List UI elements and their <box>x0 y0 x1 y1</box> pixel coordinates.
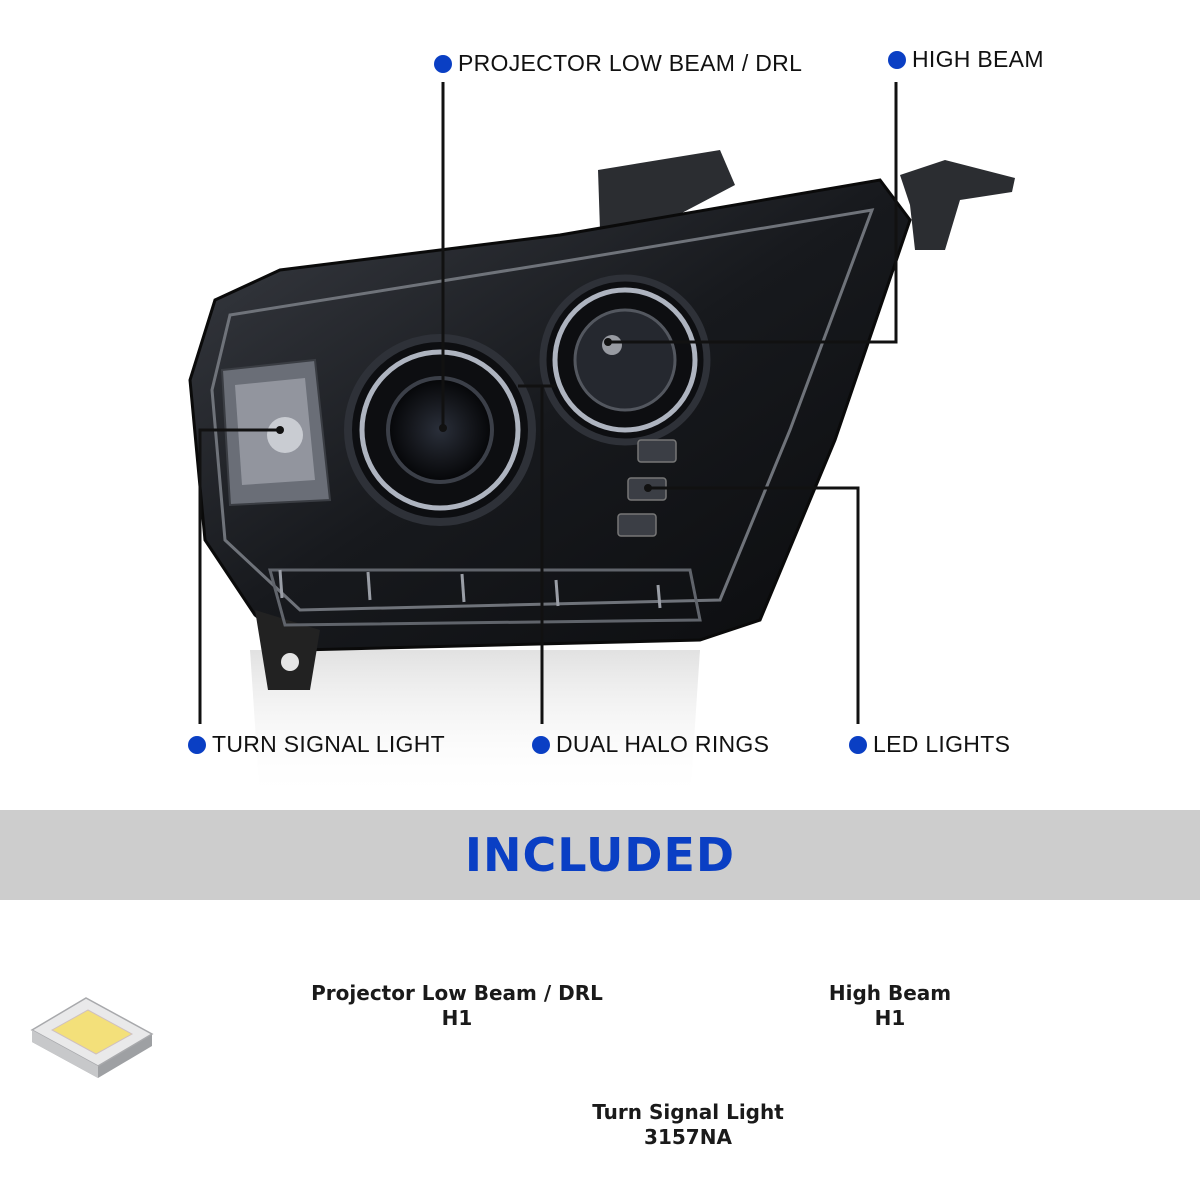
inner-trim <box>210 208 875 612</box>
leader-halo <box>518 384 556 724</box>
leader-turn-signal <box>198 428 280 724</box>
callout-projector: PROJECTOR LOW BEAM / DRL <box>434 50 802 77</box>
leader-high-beam <box>608 82 898 344</box>
item-bulb: 3157NA <box>644 1125 732 1149</box>
included-title: INCLUDED <box>464 828 736 882</box>
callout-label: LED LIGHTS <box>873 731 1011 757</box>
floor-reflection <box>250 650 700 800</box>
included-banner: INCLUDED <box>0 810 1200 900</box>
callout-turn-signal: TURN SIGNAL LIGHT <box>188 731 445 758</box>
bullet-dot-icon <box>434 54 452 73</box>
bracket-hole <box>281 653 299 671</box>
headlight-housing <box>188 178 912 652</box>
leader-led <box>648 486 860 724</box>
callout-label: TURN SIGNAL LIGHT <box>212 731 445 757</box>
callout-halo: DUAL HALO RINGS <box>532 731 769 758</box>
halo-ring-low <box>359 349 521 511</box>
item-bulb: H1 <box>874 1006 906 1030</box>
connector-tab <box>900 160 1015 250</box>
item-name: Projector Low Beam / DRL <box>311 981 603 1005</box>
headlight-product-image <box>188 82 1015 800</box>
callout-high-beam: HIGH BEAM <box>888 46 1044 73</box>
bullet-dot-icon <box>849 735 867 754</box>
item-name: Turn Signal Light <box>592 1100 784 1124</box>
halo-ring-high <box>552 287 698 433</box>
included-item: Projector Low Beam / DRL H1 <box>296 981 618 1031</box>
bullet-dot-icon <box>188 735 206 754</box>
mounting-tab <box>598 150 735 235</box>
bullet-dot-icon <box>532 735 550 754</box>
item-bulb: H1 <box>441 1006 473 1030</box>
led-module <box>617 513 657 537</box>
item-name: High Beam <box>828 981 952 1005</box>
callout-label: PROJECTOR LOW BEAM / DRL <box>458 50 803 76</box>
included-item: Turn Signal Light 3157NA <box>578 1100 798 1150</box>
lower-bracket <box>255 610 320 690</box>
included-item: High Beam H1 <box>780 981 1000 1031</box>
led-module <box>637 439 677 463</box>
bullet-dot-icon <box>888 50 906 69</box>
callout-led: LED LIGHTS <box>849 731 1010 758</box>
callout-label: HIGH BEAM <box>912 46 1044 72</box>
high-beam-reflector <box>573 308 677 412</box>
callout-label: DUAL HALO RINGS <box>556 731 770 757</box>
lens-lower-edge <box>268 568 702 627</box>
led-chip-icon <box>30 997 154 1078</box>
